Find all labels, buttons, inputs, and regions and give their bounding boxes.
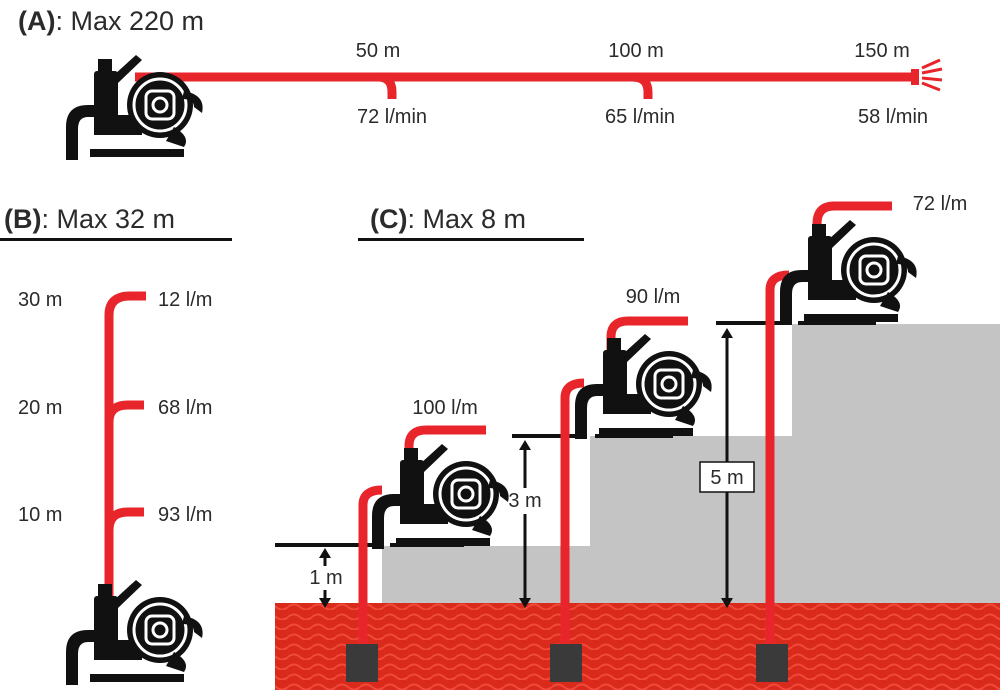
lift-label: 1 m [309, 567, 342, 589]
flow-label: 93 l/m [158, 504, 212, 526]
section-a: (A): Max 220 m 50 m 100 m 150 m 72 l/min… [18, 6, 943, 160]
section-b-header: (B): Max 32 m [4, 204, 175, 234]
ledge-line [798, 321, 876, 325]
flow-label: 12 l/m [158, 289, 212, 311]
lift-label: 3 m [508, 490, 541, 512]
flow-label: 72 l/min [357, 106, 427, 128]
lift-label-box [500, 488, 550, 514]
height-label: 30 m [18, 289, 62, 311]
lift-label-box [302, 566, 350, 590]
section-c: (C): Max 8 m 1 m 3 m 5 m [275, 193, 1000, 690]
hose-c-discharge-1 [404, 425, 486, 462]
distance-label: 50 m [356, 40, 400, 62]
hose-a-branch-2 [631, 72, 653, 99]
hose-c-suction-2 [560, 378, 585, 655]
hose-a-branch-1 [377, 72, 397, 99]
section-c-header: (C): Max 8 m [370, 204, 526, 234]
hose-b-branch-20 [104, 400, 144, 423]
lift-label: 5 m [710, 467, 743, 489]
flow-label: 65 l/min [605, 106, 675, 128]
hose-c-discharge-3 [812, 201, 892, 238]
distance-label: 150 m [854, 40, 910, 62]
hose-c-suction-1 [358, 485, 383, 655]
strainer-icon [550, 644, 582, 682]
flow-label: 68 l/m [158, 397, 212, 419]
section-c-underline [358, 238, 584, 241]
hose-c-discharge-2 [606, 316, 688, 352]
staircase-steps [382, 324, 1000, 605]
distance-label: 100 m [608, 40, 664, 62]
section-a-header: (A): Max 220 m [18, 6, 204, 36]
hose-b-branch-10 [104, 507, 144, 531]
flow-label: 72 l/m [913, 193, 967, 215]
section-b: (B): Max 32 m 30 m 20 m 10 m 12 l/m 68 l… [0, 204, 232, 685]
pump-icon [573, 334, 714, 439]
ledge-line [512, 434, 584, 438]
hose-b-vertical [104, 291, 146, 612]
height-label: 20 m [18, 397, 62, 419]
flow-label: 58 l/min [858, 106, 928, 128]
flow-label: 90 l/m [626, 286, 680, 308]
ledge-line [716, 321, 786, 325]
strainer-icon [346, 644, 378, 682]
height-label: 10 m [18, 504, 62, 526]
pump-icon [64, 55, 205, 160]
dimension-arrow-icon [519, 440, 531, 608]
section-b-underline [0, 238, 232, 241]
lift-label-box [699, 461, 755, 493]
strainer-icon [756, 644, 788, 682]
spray-nozzle-icon [911, 58, 943, 92]
water-surface [275, 603, 1000, 690]
pump-icon [64, 580, 205, 685]
ledge-line [275, 543, 379, 547]
flow-label: 100 l/m [412, 397, 478, 419]
pump-icon [778, 220, 919, 325]
hose-c-suction-3 [765, 270, 790, 655]
pump-icon [370, 444, 511, 549]
